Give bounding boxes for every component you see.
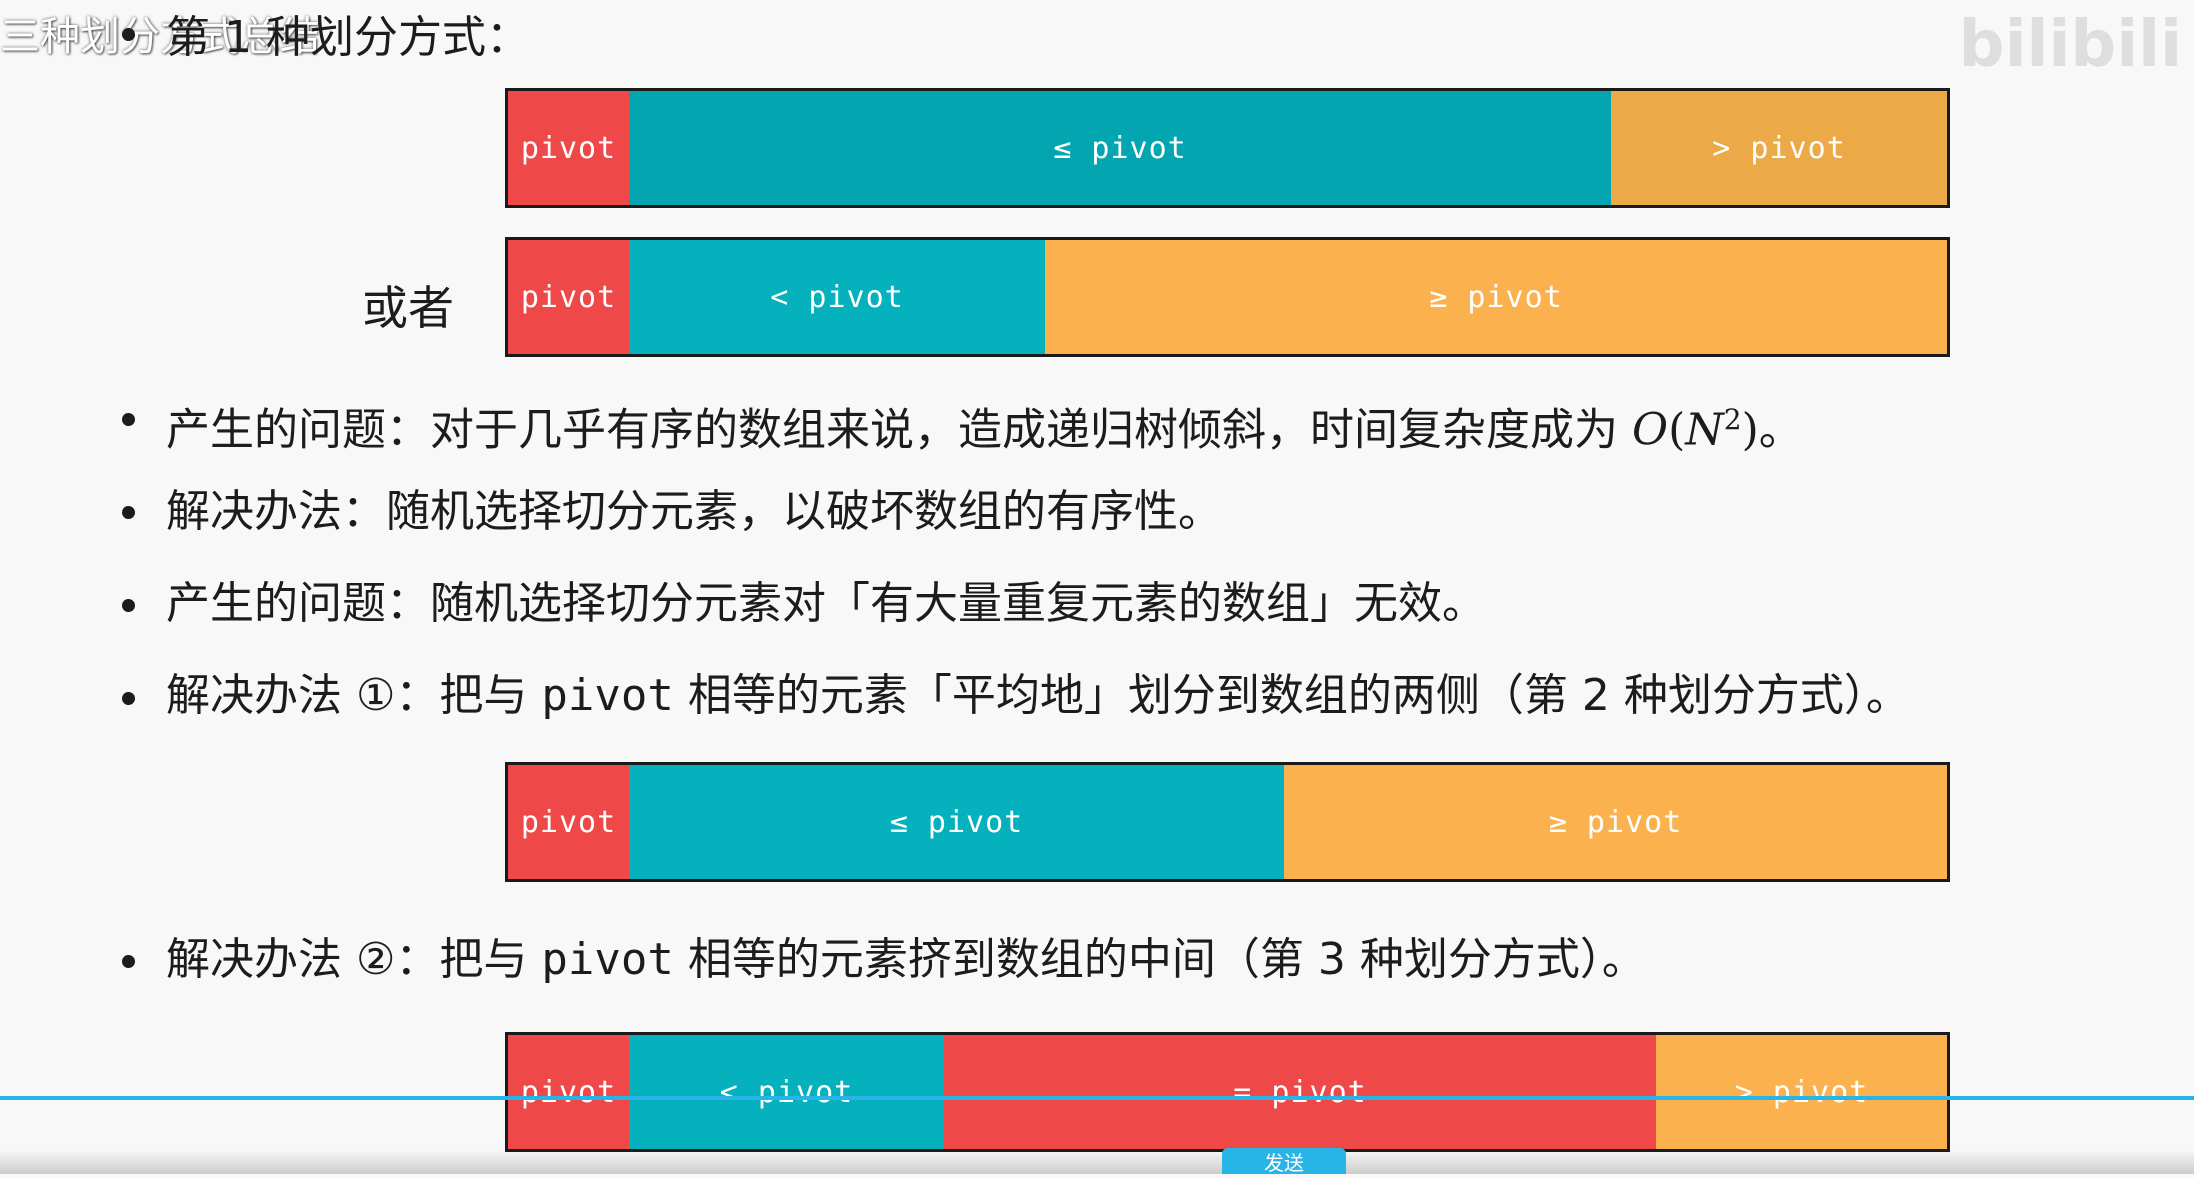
partition-bar-2: pivot < pivot ≥ pivot (505, 237, 1950, 357)
big-o: O (1631, 404, 1669, 456)
bullet-icon (122, 506, 135, 519)
bullet-icon (122, 955, 135, 968)
solution-3-suffix: 相等的元素挤到数组的中间（第 3 种划分方式）。 (673, 934, 1646, 985)
left-segment: ≤ pivot (629, 765, 1284, 879)
pivot-keyword: pivot (541, 670, 674, 721)
video-title: 三种划分方式总结 (0, 14, 320, 60)
player-control-strip (0, 1150, 2194, 1174)
pivot-segment: pivot (508, 240, 629, 354)
middle-segment: = pivot (944, 1035, 1656, 1149)
problem-1-suffix: 。 (1758, 404, 1803, 456)
right-segment: > pivot (1656, 1035, 1947, 1149)
pivot-segment: pivot (508, 765, 629, 879)
bilibili-watermark: bilibili (1958, 8, 2182, 82)
solution-2-suffix: 相等的元素「平均地」划分到数组的两侧（第 2 种划分方式）。 (673, 670, 1910, 721)
pivot-keyword: pivot (541, 934, 674, 985)
bullet-icon (122, 692, 135, 705)
right-segment: ≥ pivot (1284, 765, 1947, 879)
solution-2-text: 解决办法 ①：把与 pivot 相等的元素「平均地」划分到数组的两侧（第 2 种… (166, 670, 1910, 722)
or-label: 或者 (362, 281, 454, 335)
left-segment: < pivot (629, 240, 1045, 354)
problem-1-prefix: 产生的问题：对于几乎有序的数组来说，造成递归树倾斜，时间复杂度成为 (166, 404, 1632, 456)
bullet-icon (122, 413, 135, 426)
problem-1-text: 产生的问题：对于几乎有序的数组来说，造成递归树倾斜，时间复杂度成为 O(N2)。 (166, 394, 1803, 457)
problem-2-text: 产生的问题：随机选择切分元素对「有大量重复元素的数组」无效。 (166, 578, 1486, 629)
left-segment: ≤ pivot (629, 91, 1611, 205)
right-segment: ≥ pivot (1045, 240, 1947, 354)
math-exponent: 2 (1723, 403, 1742, 436)
paren-close: ) (1741, 404, 1759, 456)
left-segment: < pivot (629, 1035, 944, 1149)
solution-1-text: 解决办法：随机选择切分元素，以破坏数组的有序性。 (166, 486, 1222, 537)
video-progress-bar[interactable] (0, 1096, 2194, 1100)
bullet-icon (122, 599, 135, 612)
solution-2-prefix: 解决办法 ①：把与 (166, 670, 542, 721)
bullet-icon (122, 28, 135, 41)
section-heading: 第 1 种划分方式： (166, 12, 530, 63)
partition-bar-4: pivot < pivot = pivot > pivot (505, 1032, 1950, 1152)
partition-bar-1: pivot ≤ pivot > pivot (505, 88, 1950, 208)
pivot-segment: pivot (508, 91, 629, 205)
solution-3-prefix: 解决办法 ②：把与 (166, 934, 542, 985)
right-segment: > pivot (1611, 91, 1947, 205)
pivot-segment: pivot (508, 1035, 629, 1149)
send-danmaku-button[interactable]: 发送 (1222, 1148, 1346, 1175)
math-n: N (1685, 404, 1724, 456)
paren-open: ( (1668, 404, 1686, 456)
solution-3-text: 解决办法 ②：把与 pivot 相等的元素挤到数组的中间（第 3 种划分方式）。 (166, 934, 1646, 986)
partition-bar-3: pivot ≤ pivot ≥ pivot (505, 762, 1950, 882)
